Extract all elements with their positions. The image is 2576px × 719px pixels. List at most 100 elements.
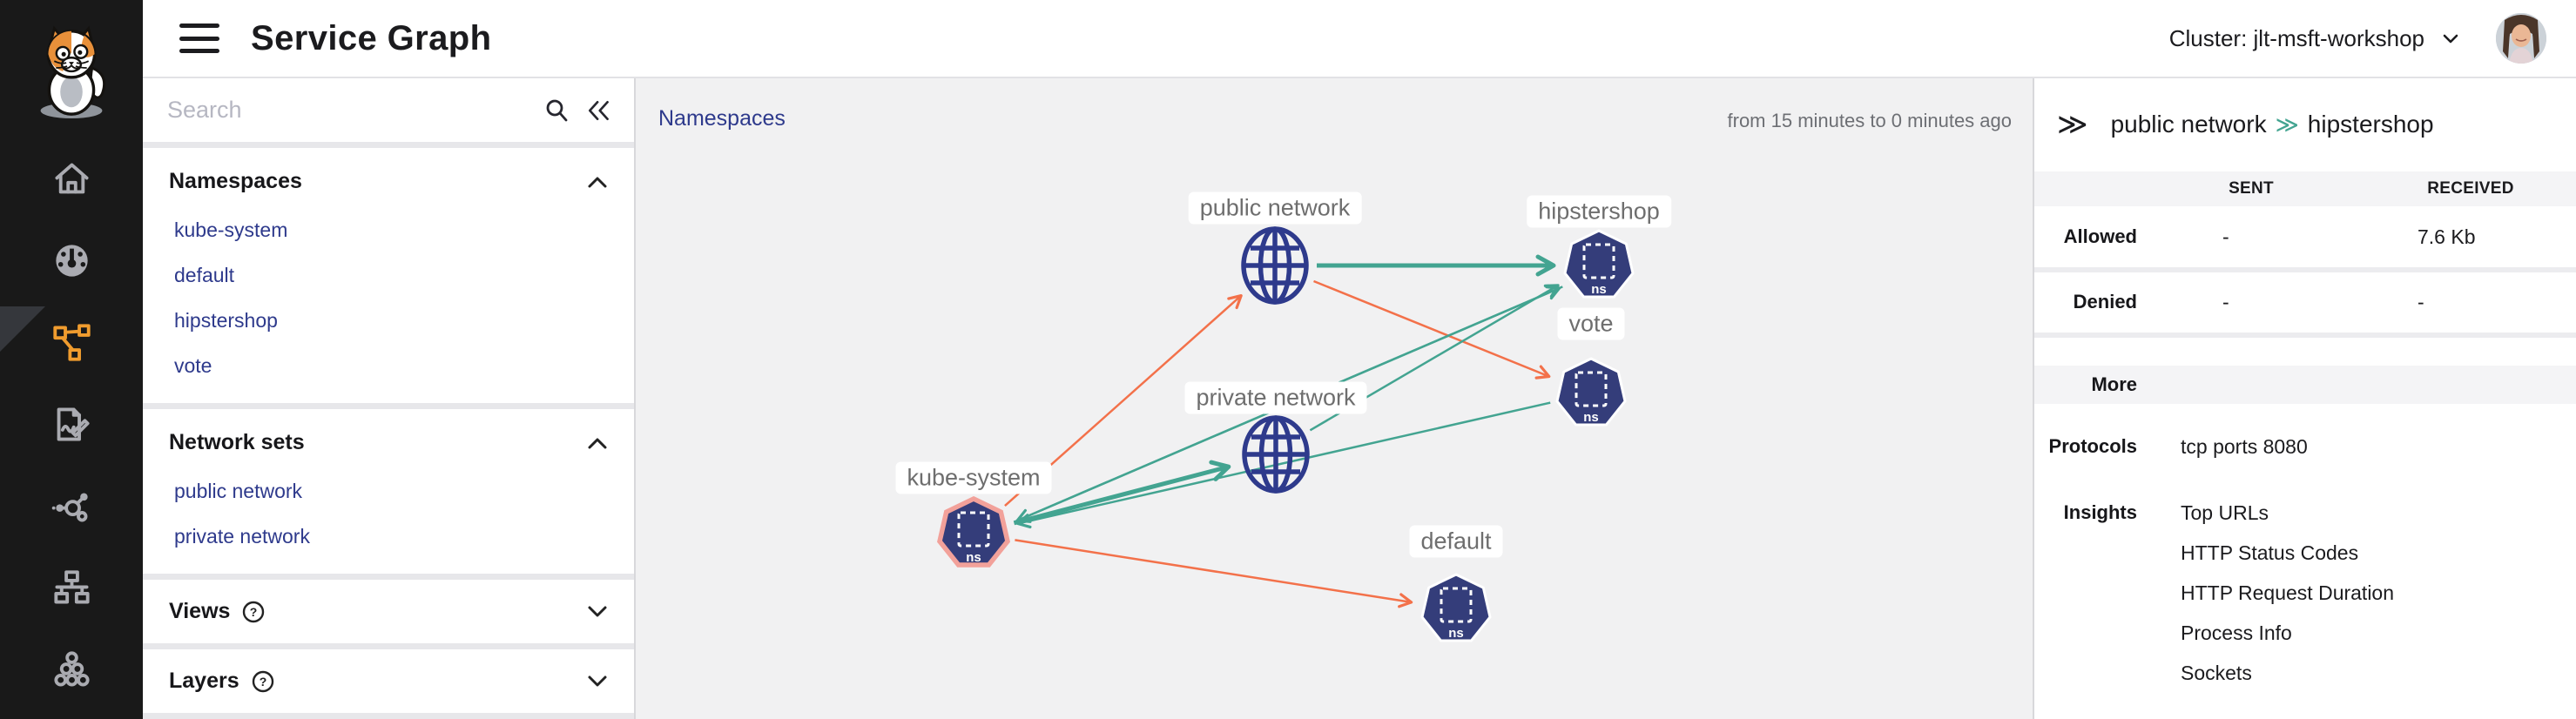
section-label: Views: [169, 599, 231, 623]
allowed-sent-value: -: [2222, 225, 2229, 248]
main-content: Namespaces kube-system default hipstersh…: [143, 78, 2576, 719]
calico-cat-logo-image: [40, 25, 106, 119]
graph-node-default[interactable]: ns: [1420, 573, 1492, 642]
help-icon[interactable]: ?: [242, 601, 265, 623]
rail-item-policies[interactable]: [0, 383, 143, 465]
graph-node-private-network[interactable]: [1242, 415, 1310, 494]
namespace-link-hipstershop[interactable]: hipstershop: [174, 309, 278, 332]
details-header: ≫ public network ≫ hipstershop: [2034, 78, 2576, 171]
insights-field: Insights Top URLs HTTP Status Codes HTTP…: [2034, 493, 2576, 693]
svg-text:ns: ns: [1591, 282, 1607, 297]
svg-text:ns: ns: [1448, 626, 1464, 641]
hamburger-menu-icon[interactable]: [179, 24, 219, 53]
column-header-received: RECEIVED: [2427, 179, 2514, 198]
details-panel: ≫ public network ≫ hipstershop SENT RECE…: [2033, 78, 2576, 719]
left-panel: Namespaces kube-system default hipstersh…: [143, 78, 636, 719]
row-label: Allowed: [2063, 225, 2137, 248]
rail-item-home[interactable]: [0, 138, 143, 219]
icon-rail: [0, 0, 143, 719]
help-icon[interactable]: ?: [252, 670, 274, 693]
cluster-selector-label: Cluster: jlt-msft-workshop: [2168, 24, 2424, 51]
chevron-down-icon[interactable]: [587, 605, 608, 619]
search-icon[interactable]: [543, 97, 570, 124]
section-label: Layers: [169, 669, 239, 693]
chevron-up-icon[interactable]: [587, 175, 608, 189]
spacer: [2034, 338, 2576, 366]
clusters-group-icon: [53, 650, 90, 687]
row-label: Denied: [2073, 291, 2137, 313]
expand-panel-icon[interactable]: ≫: [2057, 108, 2088, 142]
traffic-table-header: SENT RECEIVED: [2034, 171, 2576, 207]
insight-item-http-request-duration: HTTP Request Duration: [2181, 581, 2395, 605]
more-section-header[interactable]: More: [2034, 366, 2576, 405]
insights-label: Insights: [2063, 501, 2137, 524]
section-header-layers[interactable]: Layers ?: [143, 649, 634, 713]
graph-node-vote[interactable]: ns: [1555, 357, 1627, 427]
home-icon: [54, 163, 89, 193]
rail-item-endpoints[interactable]: [0, 465, 143, 547]
section-layers: Layers ?: [143, 649, 634, 713]
svg-text:?: ?: [259, 675, 266, 689]
svg-text:ns: ns: [966, 550, 981, 565]
endpoints-molecule-icon: [51, 493, 88, 521]
insight-item-sockets: Sockets: [2181, 662, 2252, 685]
calico-cat-logo[interactable]: [0, 0, 143, 138]
svg-text:ns: ns: [1583, 410, 1599, 425]
breadcrumb-source: public network: [2110, 111, 2267, 138]
graph-svg: ns ns ns ns: [937, 226, 1635, 642]
section-label: Network sets: [169, 430, 305, 454]
edge-public-network-to-vote[interactable]: [1313, 279, 1551, 380]
section-views: Views ?: [143, 580, 634, 643]
details-fields: Protocols tcp ports 8080 Insights Top UR…: [2034, 404, 2576, 719]
allowed-received-value: 7.6 Kb: [2418, 225, 2476, 248]
network-set-link-private-network[interactable]: private network: [174, 525, 310, 548]
section-header-views[interactable]: Views ?: [143, 580, 634, 643]
namespace-link-kube-system[interactable]: kube-system: [174, 218, 288, 241]
rail-item-dashboards[interactable]: [0, 219, 143, 301]
denied-received-value: -: [2418, 290, 2424, 313]
collapse-panel-icon[interactable]: [585, 98, 611, 123]
chevron-up-icon[interactable]: [587, 436, 608, 450]
policies-document-icon: [57, 407, 90, 441]
avatar-photo: [2496, 13, 2546, 64]
network-sitemap-icon: [53, 569, 90, 603]
column-header-sent: SENT: [2229, 179, 2274, 198]
denied-sent-value: -: [2222, 290, 2229, 313]
edge-breadcrumb: public network ≫ hipstershop: [2111, 111, 2434, 138]
breadcrumb-separator-icon: ≫: [2275, 111, 2299, 138]
edge-vote-to-kube-system[interactable]: [1016, 401, 1551, 529]
rail-item-networks[interactable]: [0, 547, 143, 628]
namespace-link-default[interactable]: default: [174, 264, 235, 286]
graph-node-hipstershop[interactable]: ns: [1563, 229, 1635, 299]
section-header-namespaces[interactable]: Namespaces: [143, 148, 634, 208]
protocols-field: Protocols tcp ports 8080: [2034, 427, 2576, 467]
section-namespaces: Namespaces kube-system default hipstersh…: [143, 148, 634, 403]
edge-kube-system-to-private-network[interactable]: [1013, 460, 1231, 526]
rail-item-service-graph[interactable]: [0, 301, 143, 383]
service-graph-canvas[interactable]: Namespaces from 15 minutes to 0 minutes …: [636, 78, 2033, 719]
graph-node-kube-system[interactable]: ns: [937, 495, 1010, 568]
protocols-label: Protocols: [2048, 435, 2137, 458]
user-avatar[interactable]: [2496, 13, 2546, 64]
table-row-denied: Denied - -: [2034, 272, 2576, 333]
cluster-selector[interactable]: Cluster: jlt-msft-workshop: [2169, 25, 2461, 52]
divider: [2034, 333, 2576, 338]
rail-item-clusters[interactable]: [0, 628, 143, 710]
page-title: Service Graph: [251, 18, 492, 57]
graph-view-label: Namespaces: [658, 106, 786, 131]
network-set-link-public-network[interactable]: public network: [174, 480, 303, 502]
breadcrumb-target: hipstershop: [2307, 111, 2434, 138]
namespace-link-vote[interactable]: vote: [174, 354, 212, 377]
time-range-label: from 15 minutes to 0 minutes ago: [1727, 110, 2013, 131]
insight-item-top-urls: Top URLs: [2181, 501, 2269, 525]
search-input[interactable]: [165, 96, 528, 124]
chevron-down-icon[interactable]: [587, 675, 608, 689]
svg-text:?: ?: [250, 605, 258, 619]
section-label: Namespaces: [169, 169, 302, 193]
divider: [2034, 266, 2576, 272]
section-header-network-sets[interactable]: Network sets: [143, 409, 634, 469]
edge-kube-system-to-default[interactable]: [1015, 539, 1413, 608]
search-bar: [143, 78, 634, 142]
graph-node-public-network[interactable]: [1241, 226, 1309, 305]
